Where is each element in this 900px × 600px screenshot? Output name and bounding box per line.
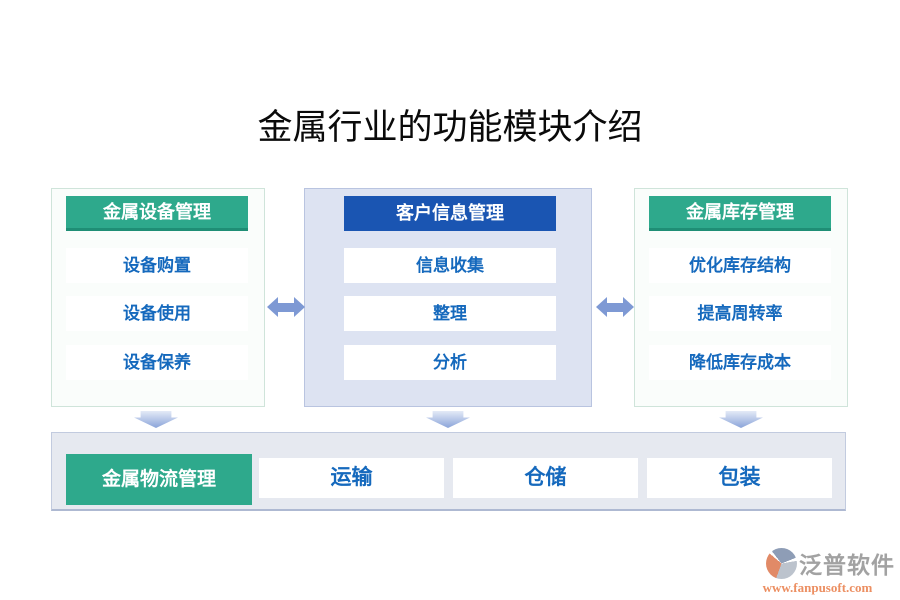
panel-customer-info-item-3[interactable]: 分析 [344,345,556,380]
panel-customer-info-item-1[interactable]: 信息收集 [344,248,556,283]
logistics-header[interactable]: 金属物流管理 [66,454,252,505]
panel-equipment-item-3[interactable]: 设备保养 [66,345,248,380]
left-right-arrow-icon [267,297,305,317]
down-arrow-icon [426,411,470,428]
logistics-item-warehouse[interactable]: 仓储 [453,458,638,498]
logistics-item-transport[interactable]: 运输 [259,458,444,498]
panel-inventory-item-2[interactable]: 提高周转率 [649,296,831,331]
panel-equipment-item-2[interactable]: 设备使用 [66,296,248,331]
panel-customer-info: 客户信息管理 信息收集 整理 分析 [304,188,592,407]
fanpu-logo-icon [766,547,797,579]
panel-equipment: 金属设备管理 设备购置 设备使用 设备保养 [51,188,265,407]
panel-inventory-item-3[interactable]: 降低库存成本 [649,345,831,380]
down-arrow-icon [134,411,178,428]
panel-inventory: 金属库存管理 优化库存结构 提高周转率 降低库存成本 [634,188,848,407]
logistics-bar: 金属物流管理 运输 仓储 包装 [51,432,846,511]
panel-inventory-item-1[interactable]: 优化库存结构 [649,248,831,283]
brand-url: www.fanpusoft.com [762,580,873,595]
down-arrow-icon [719,411,763,428]
panel-equipment-header[interactable]: 金属设备管理 [66,196,248,231]
left-right-arrow-icon [596,297,634,317]
panel-inventory-header[interactable]: 金属库存管理 [649,196,831,231]
logistics-item-packaging[interactable]: 包装 [647,458,832,498]
panel-equipment-item-1[interactable]: 设备购置 [66,248,248,283]
brand-name: 泛普软件 [799,552,895,578]
panel-customer-info-item-2[interactable]: 整理 [344,296,556,331]
page-title: 金属行业的功能模块介绍 [257,108,643,147]
brand-watermark: 泛普软件 www.fanpusoft.com [740,546,895,596]
panel-customer-info-header[interactable]: 客户信息管理 [344,196,556,231]
